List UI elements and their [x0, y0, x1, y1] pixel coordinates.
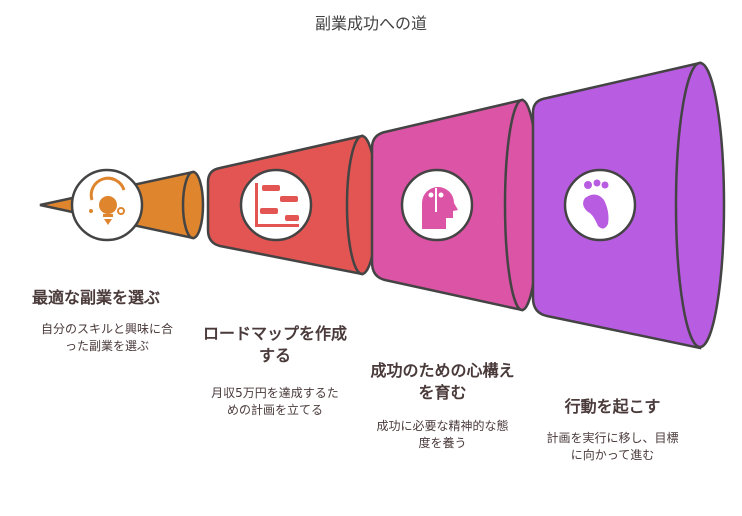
stage-1: 最適な副業を選ぶ 自分のスキルと興味に合った副業を選ぶ: [32, 287, 182, 355]
stage-2-description: 月収5万円を達成するための計画を立てる: [211, 386, 339, 417]
stage-2-heading: ロードマップを作成する: [202, 324, 347, 365]
diagram-title: 副業成功への道: [314, 14, 427, 33]
stage-4-heading: 行動を起こす: [564, 397, 661, 416]
stage-3-heading: 成功のための心構えを育む: [370, 361, 515, 402]
stage-3-description: 成功に必要な精神的な態度を養う: [376, 419, 509, 450]
head-mind-icon: [422, 187, 458, 229]
gantt-chart-icon: [255, 183, 299, 227]
stage-1-heading: 最適な副業を選ぶ: [32, 288, 161, 307]
stage-2: ロードマップを作成する 月収5万円を達成するための計画を立てる: [200, 323, 350, 419]
stage-4: 行動を起こす 計画を実行に移し、目標に向かって進む: [535, 396, 690, 464]
stage-4-description: 計画を実行に移し、目標に向かって進む: [546, 431, 679, 462]
footprint-icon: [583, 179, 609, 229]
stage-1-description: 自分のスキルと興味に合った副業を選ぶ: [40, 322, 173, 353]
lightbulb-icon: [89, 176, 126, 225]
stage-3: 成功のための心構えを育む 成功に必要な精神的な態度を養う: [365, 360, 520, 452]
